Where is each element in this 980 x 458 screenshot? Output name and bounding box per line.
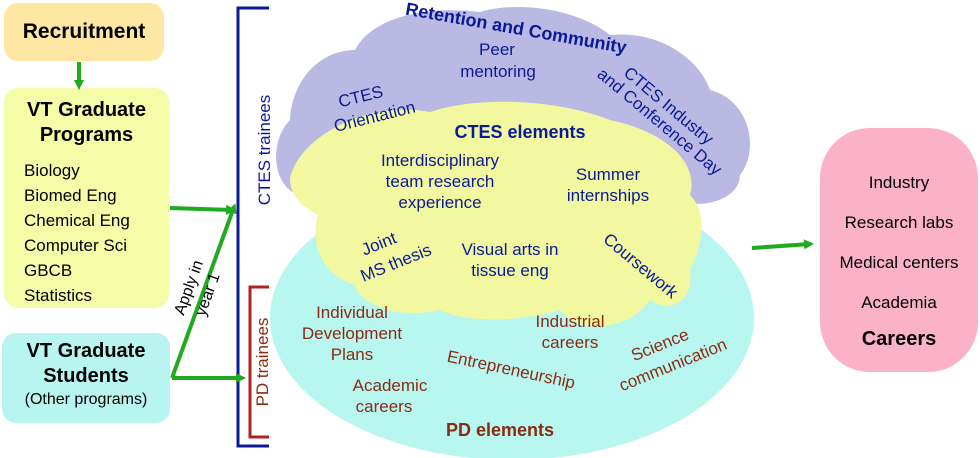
program-item: Chemical Eng xyxy=(24,211,130,230)
arrow-programs-to-ctes xyxy=(169,204,236,215)
career-item: Industry xyxy=(868,173,930,192)
program-item: Biomed Eng xyxy=(24,186,117,205)
interdisciplinary-line1: Interdisciplinary xyxy=(381,151,500,170)
pd-elements-title: PD elements xyxy=(446,420,554,440)
idp-line1: Individual xyxy=(316,303,388,322)
idp-line2: Development xyxy=(302,324,402,343)
career-item: Medical centers xyxy=(839,253,959,272)
ctes-trainees-label: CTES trainees xyxy=(255,95,274,206)
idp-line3: Plans xyxy=(331,345,374,364)
recruitment-box: Recruitment xyxy=(4,3,164,61)
careers-title: Careers xyxy=(861,328,937,350)
academic-line2: careers xyxy=(356,397,413,416)
arrow-to-careers xyxy=(751,239,814,250)
graduate-students-box: VT Graduate Students (Other programs) xyxy=(2,333,170,423)
program-item: Biology xyxy=(24,161,80,180)
academic-line1: Academic xyxy=(353,376,428,395)
students-line3: (Other programs) xyxy=(24,391,148,408)
visual-line1: Visual arts in xyxy=(461,240,558,259)
career-item: Academia xyxy=(861,293,937,312)
industrial-line1: Industrial xyxy=(536,312,605,331)
students-line1: VT Graduate xyxy=(26,340,146,362)
peer-line2: mentoring xyxy=(460,62,536,81)
visual-line2: tissue eng xyxy=(471,261,549,280)
programs-title-line1: VT Graduate xyxy=(27,99,146,121)
career-item: Research labs xyxy=(844,213,954,232)
industrial-line2: careers xyxy=(542,333,599,352)
recruitment-label: Recruitment xyxy=(22,20,146,43)
ctes-elements-cloud xyxy=(290,101,702,327)
peer-line1: Peer xyxy=(479,40,515,59)
pd-trainees-bracket xyxy=(248,285,269,439)
pd-trainees-label: PD trainees xyxy=(253,318,272,407)
programs-title-line2: Programs xyxy=(39,124,134,146)
graduate-programs-box: VT Graduate Programs Biology Biomed Eng … xyxy=(4,88,169,308)
ctes-elements-title: CTES elements xyxy=(454,122,585,142)
interdisciplinary-line2: team research xyxy=(386,172,495,191)
interdisciplinary-line3: experience xyxy=(398,193,481,212)
program-item: GBCB xyxy=(24,261,73,280)
summer-line2: internships xyxy=(567,186,649,205)
summer-line1: Summer xyxy=(576,165,641,184)
programs-list: Biology Biomed Eng Chemical Eng Computer… xyxy=(24,158,130,308)
students-line2: Students xyxy=(43,365,129,387)
program-item: Statistics xyxy=(24,286,93,305)
ctes-trainees-bracket xyxy=(236,6,269,448)
arrow-students-to-ctes xyxy=(170,203,237,379)
careers-box: Industry Research labs Medical centers A… xyxy=(820,128,978,372)
program-item: Computer Sci xyxy=(24,236,127,255)
